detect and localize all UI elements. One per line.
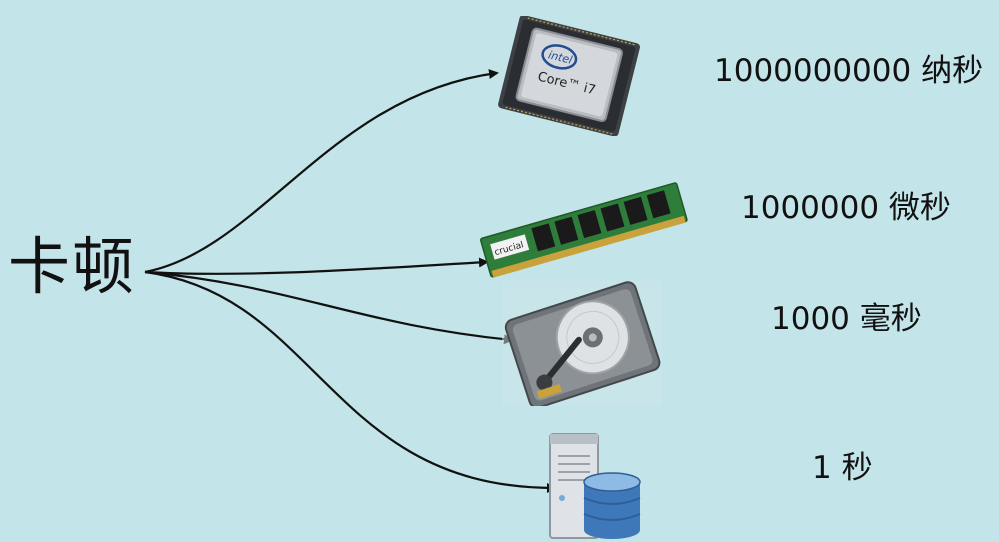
arrow-to-ram — [144, 257, 489, 275]
cpu-chip-icon: intel Core™ i7 — [495, 16, 645, 136]
ram-stick-icon: crucial — [473, 172, 693, 282]
arrow-to-server — [144, 270, 557, 493]
chip-brand-text: intel — [547, 48, 574, 66]
arrow-to-hdd — [144, 270, 514, 345]
server-database-icon — [540, 426, 650, 542]
source-label: 卡顿 — [8, 230, 137, 303]
tier-label-cpu: 1000000000 纳秒 — [714, 53, 984, 89]
tier-label-server: 1 秒 — [812, 450, 873, 486]
tier-label-ram: 1000000 微秒 — [741, 190, 951, 226]
arrow-to-cpu — [144, 69, 499, 274]
hard-disk-icon — [502, 281, 662, 406]
tier-label-hdd: 1000 毫秒 — [771, 301, 922, 337]
